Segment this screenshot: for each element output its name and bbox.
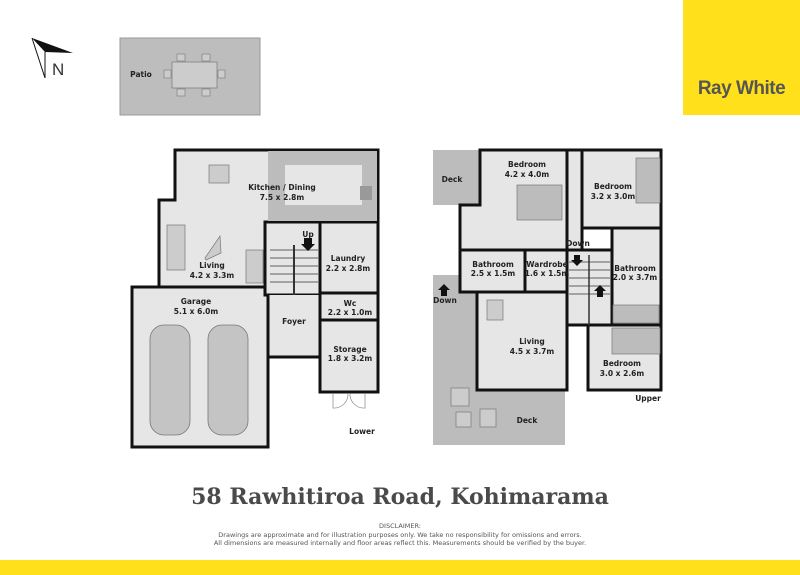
living-upper-name: Living	[519, 337, 545, 346]
wardrobe-size: 1.6 x 1.5m	[525, 269, 570, 278]
garage-name: Garage	[181, 297, 211, 306]
deck-top	[433, 150, 480, 205]
stairs-down-label: Down	[566, 239, 590, 248]
living-upper-size: 4.5 x 3.7m	[510, 347, 555, 356]
disclaimer-line-2: All dimensions are measured internally a…	[213, 539, 587, 547]
lower-level-label: Lower	[349, 427, 375, 436]
footer-bar	[0, 560, 800, 575]
storage-doors	[332, 392, 366, 409]
deck-down-arrow-icon	[438, 284, 450, 296]
bedroom2-name: Bedroom	[594, 182, 632, 191]
north-arrow-icon	[31, 37, 73, 79]
patio	[119, 37, 261, 116]
foyer-name: Foyer	[282, 317, 306, 326]
ray-white-logo: Ray White	[683, 0, 800, 115]
bedroom1-size: 4.2 x 4.0m	[505, 170, 550, 179]
property-address: 58 Rawhitiroa Road, Kohimarama	[191, 484, 609, 510]
disclaimer-heading: DISCLAIMER:	[379, 522, 421, 530]
logo-text: Ray White	[697, 78, 786, 99]
bathroom1-name: Bathroom	[472, 260, 514, 269]
kitchen-counter	[268, 151, 377, 221]
storage-size: 1.8 x 3.2m	[328, 354, 373, 363]
laundry-size: 2.2 x 2.8m	[326, 264, 371, 273]
patio-label: Patio	[130, 70, 152, 79]
living-size: 4.2 x 3.3m	[190, 271, 235, 280]
deck-bottom-label: Deck	[517, 416, 539, 425]
bedroom3-name: Bedroom	[603, 359, 641, 368]
kitchen-size: 7.5 x 2.8m	[260, 193, 305, 202]
bedroom1-name: Bedroom	[508, 160, 546, 169]
wc-size: 2.2 x 1.0m	[328, 308, 373, 317]
deck-top-label: Deck	[442, 175, 464, 184]
bathroom1-size: 2.5 x 1.5m	[471, 269, 516, 278]
stairs-up-arrow-icon-upper	[594, 285, 606, 297]
laundry-name: Laundry	[331, 254, 366, 263]
stairs-lower	[270, 245, 318, 295]
disclaimer: DISCLAIMER: Drawings are approximate and…	[0, 522, 800, 548]
wc-name: Wc	[344, 299, 357, 308]
deck-down-label: Down	[433, 296, 457, 305]
stairs-up-label: Up	[302, 230, 314, 239]
north-label: N	[52, 60, 65, 79]
bathroom2-name: Bathroom	[614, 264, 656, 273]
bedroom2-size: 3.2 x 3.0m	[591, 192, 636, 201]
cars	[149, 324, 249, 436]
stairs-upper	[569, 255, 610, 325]
disclaimer-line-1: Drawings are approximate and for illustr…	[218, 530, 582, 539]
upper-furniture	[450, 157, 661, 428]
storage-name: Storage	[333, 345, 366, 354]
stairs-up-arrow-icon	[301, 238, 315, 251]
wardrobe-name: Wardrobe	[526, 260, 567, 269]
upper-level-label: Upper	[635, 394, 661, 403]
living-name: Living	[199, 261, 225, 270]
stairs-down-arrow-icon	[571, 255, 583, 266]
living-sofas	[166, 164, 264, 284]
bedroom3-size: 3.0 x 2.6m	[600, 369, 645, 378]
garage-size: 5.1 x 6.0m	[174, 307, 219, 316]
bathroom2-size: 2.0 x 3.7m	[613, 273, 658, 282]
kitchen-name: Kitchen / Dining	[248, 183, 316, 192]
